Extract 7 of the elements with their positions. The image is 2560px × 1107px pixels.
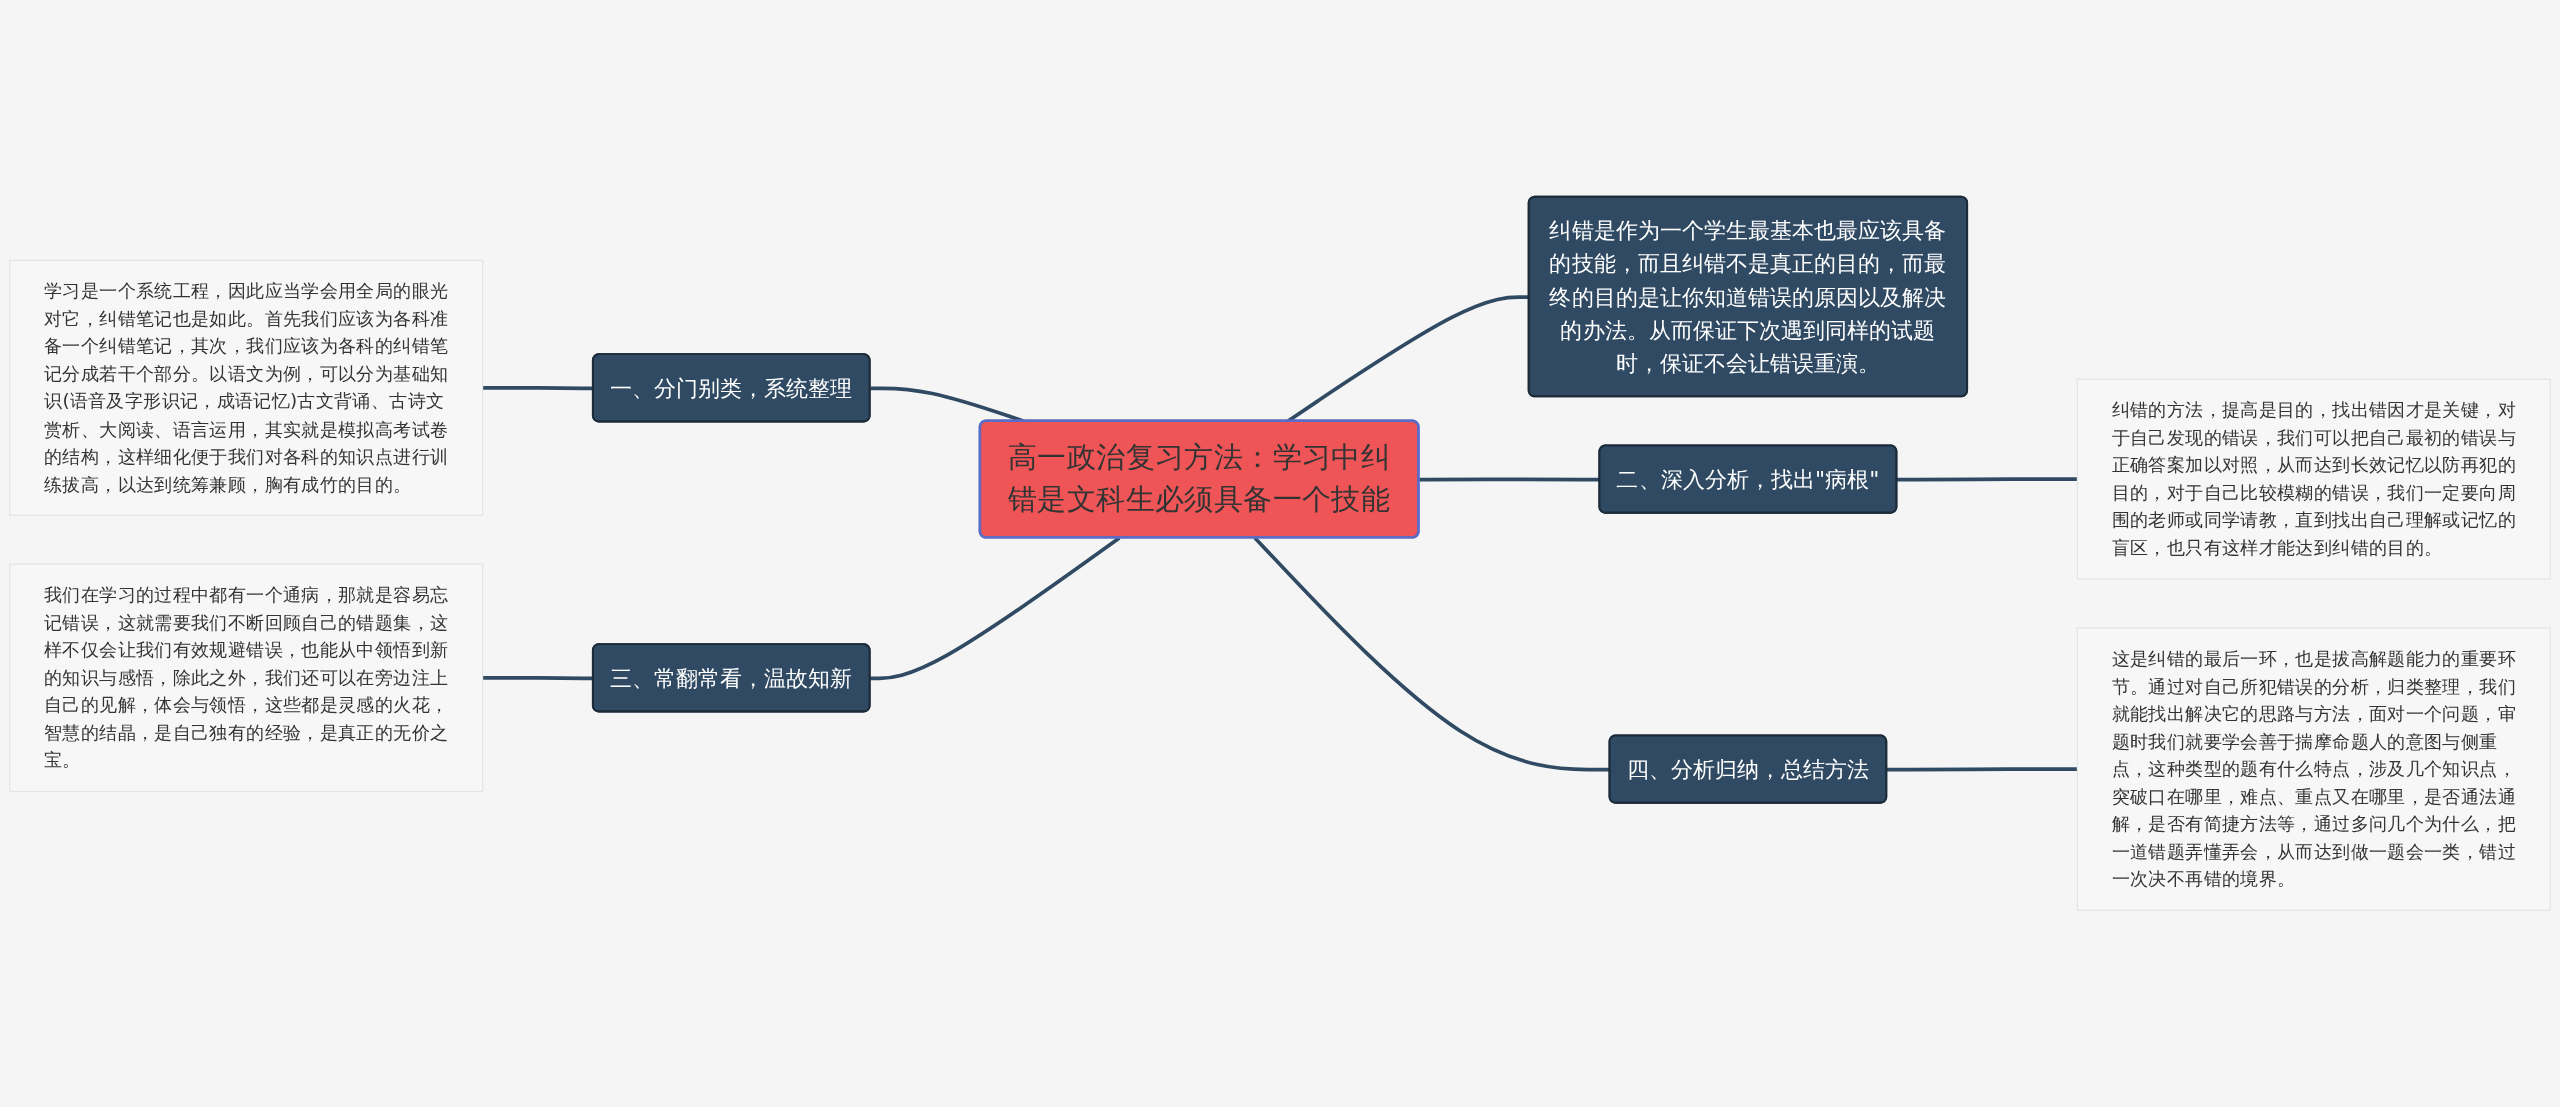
node-box: 学习是一个系统工程，因此应当学会用全局的眼光对它，纠错笔记也是如此。首先我们应该为各科准备一个纠错笔记，其次，我们应该为各科的纠错笔记分成若干个部分。以语文为例，可以分为基础知识(语音及字形识记，成语记忆)古文背诵、古诗文赏析、大阅读、语言运用，其实就是模拟高考试卷的结构，这样细化便于我们对各科的知识点进行训练拔高，以达到统筹兼顾，胸有成竹的目的。 <box>9 259 484 516</box>
node-box: 我们在学习的过程中都有一个通病，那就是容易忘记错误，这就需要我们不断回顾自己的错题集，这样不仅会让我们有效规避错误，也能从中领悟到新的知识与感悟，除此之外，我们还可以在旁边注上自己的见解，体会与领悟，这些都是灵感的火花，智慧的结晶，是自己独有的经验，是真正的无价之宝。 <box>9 563 484 793</box>
connector <box>1886 767 2078 772</box>
node-box: 纠错的方法，提高是目的，找出错因才是关键，对于自己发现的错误，我们可以把自己最初的错误与正确答案加以对照，从而达到长效记忆以防再犯的目的，对于自己比较模糊的错误，我们一定要向周围的老师或同学请教，直到找出自己理解或记忆的盲区，也只有这样才能达到纠错的目的。 <box>2076 378 2551 580</box>
connector <box>1419 477 1600 482</box>
node-box: 这是纠错的最后一环，也是拔高解题能力的重要环节。通过对自己所犯错误的分析，归类整理，我们就能找出解决它的思路与方法，面对一个问题，审题时我们就要学会善于揣摩命题人的意图与侧重点，这种类型的题有什么特点，涉及几个知识点，突破口在哪里，难点、重点又在哪里，是否通法通解，是否有简捷方法等，通过多问几个为什么，把一道错题弄懂弄会，从而达到做一题会一类，错过一次决不再错的境界。 <box>2076 627 2551 911</box>
connector <box>1897 477 2078 482</box>
